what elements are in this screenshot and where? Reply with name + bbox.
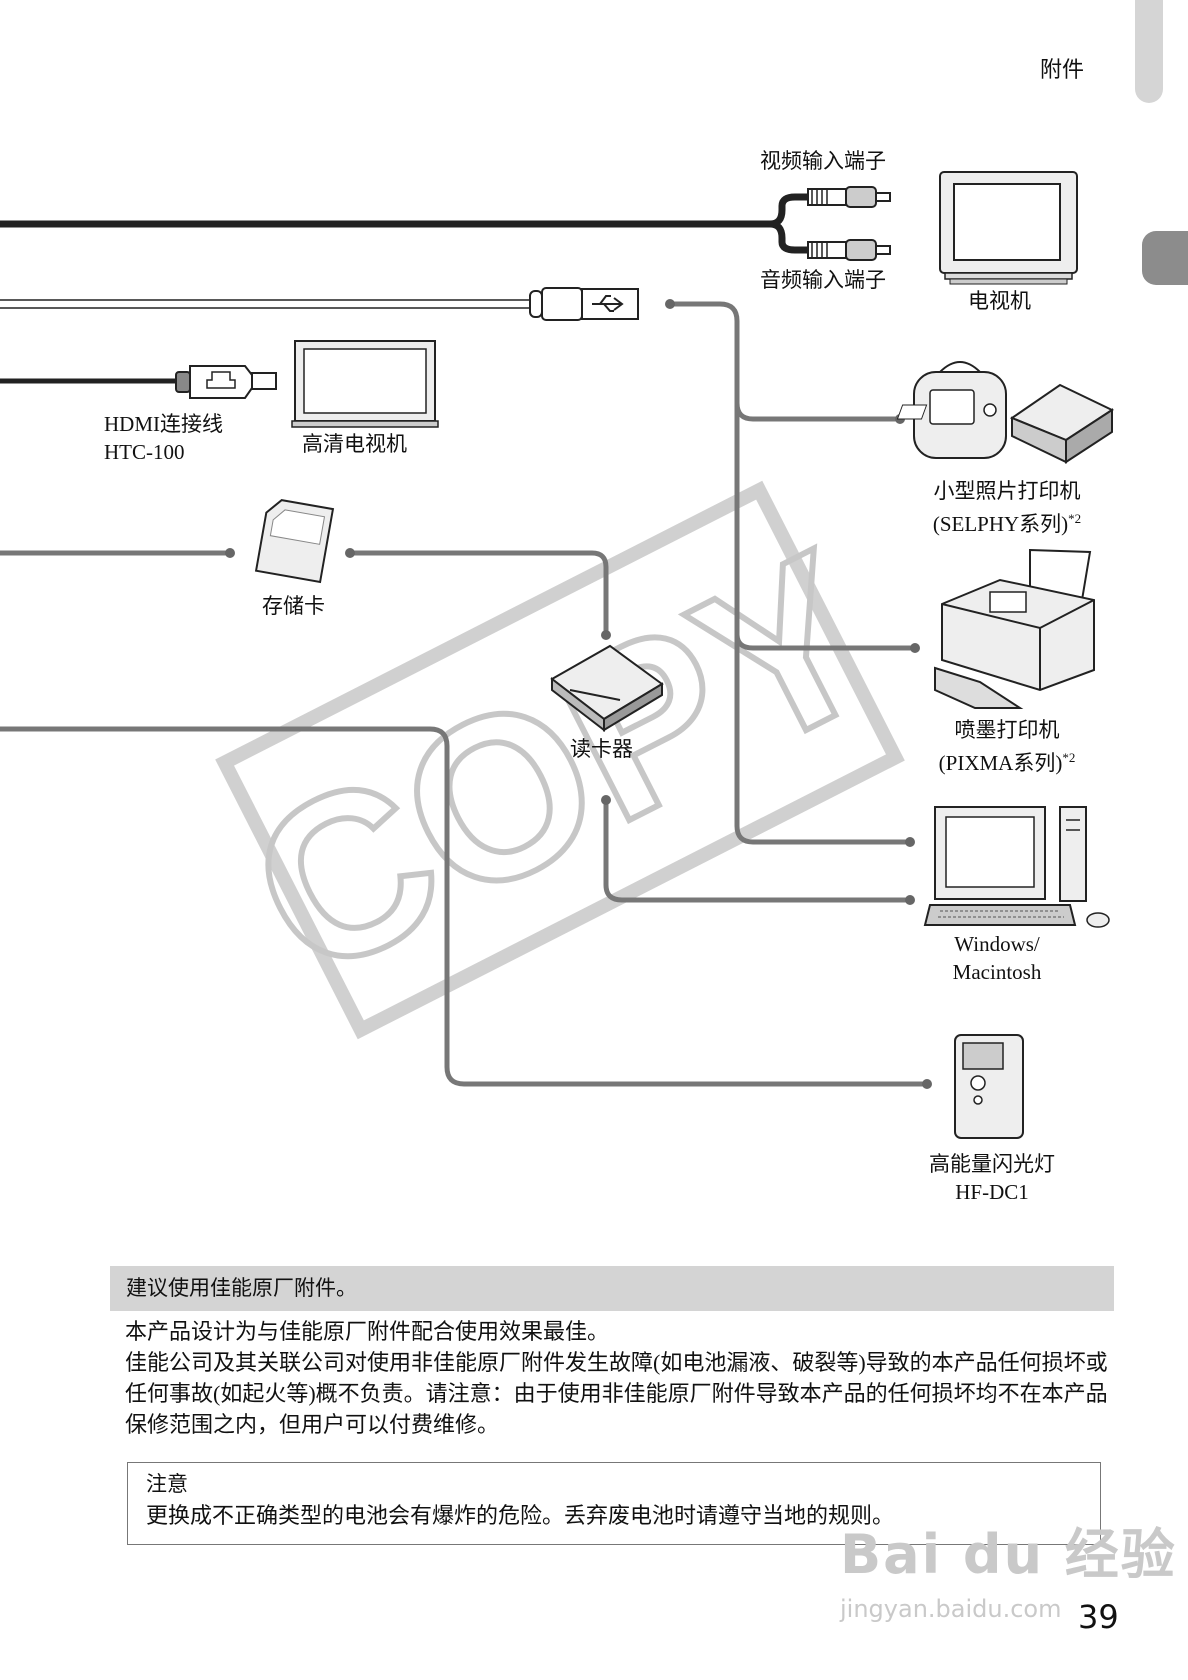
- connection-diagram: COPY: [0, 0, 1188, 1250]
- label-computer: Windows/ Macintosh: [917, 930, 1077, 986]
- label-selphy-line1: 小型照片打印机: [907, 477, 1107, 505]
- label-hdmi-cable: HDMI连接线 HTC-100: [104, 410, 223, 466]
- label-flash-line1: 高能量闪光灯: [897, 1150, 1087, 1178]
- flash-icon: [955, 1035, 1023, 1138]
- pixma-printer-icon: [935, 550, 1094, 708]
- hdmi-cable: [0, 366, 276, 398]
- label-computer-line2: Macintosh: [917, 958, 1077, 986]
- selphy-branch: [737, 403, 900, 419]
- label-video-in: 视频输入端子: [760, 147, 886, 175]
- caution-title: 注意: [146, 1469, 1082, 1499]
- baidu-watermark: Bai du 经验 jingyan.baidu.com: [840, 1510, 1177, 1623]
- hdtv-icon: [292, 341, 438, 427]
- label-computer-line1: Windows/: [917, 930, 1077, 958]
- label-card-reader: 读卡器: [570, 735, 633, 763]
- notice-paragraph-1: 本产品设计为与佳能原厂附件配合使用效果最佳。: [125, 1316, 1115, 1347]
- label-flash-line2: HF-DC1: [897, 1178, 1087, 1206]
- av-cable: [0, 187, 890, 260]
- label-hdtv: 高清电视机: [302, 430, 407, 458]
- page-number: 39: [1078, 1598, 1119, 1636]
- label-selphy-line2: (SELPHY系列)*2: [907, 505, 1107, 538]
- usb-cable: [0, 288, 638, 320]
- label-flash: 高能量闪光灯 HF-DC1: [897, 1150, 1087, 1206]
- label-pixma: 喷墨打印机 (PIXMA系列)*2: [907, 716, 1107, 777]
- notice-heading: 建议使用佳能原厂附件。: [110, 1266, 1114, 1311]
- label-pixma-line1: 喷墨打印机: [907, 716, 1107, 744]
- selphy-printer-icon: [897, 362, 1112, 462]
- memory-card-icon: [256, 498, 333, 582]
- tv-icon: [940, 172, 1077, 284]
- notice-paragraph-2: 佳能公司及其关联公司对使用非佳能原厂附件发生故障(如电池漏液、破裂等)导致的本产…: [125, 1347, 1115, 1440]
- notice-body: 本产品设计为与佳能原厂附件配合使用效果最佳。 佳能公司及其关联公司对使用非佳能原…: [125, 1316, 1115, 1440]
- watermark-brand: Bai du 经验: [840, 1510, 1177, 1589]
- label-pixma-line2: (PIXMA系列)*2: [907, 744, 1107, 777]
- label-selphy: 小型照片打印机 (SELPHY系列)*2: [907, 477, 1107, 538]
- label-audio-in: 音频输入端子: [760, 266, 886, 294]
- label-memory-card: 存储卡: [262, 592, 325, 620]
- label-tv: 电视机: [968, 287, 1031, 315]
- label-hdmi-line2: HTC-100: [104, 438, 223, 466]
- computer-icon: [925, 807, 1109, 927]
- label-hdmi-line1: HDMI连接线: [104, 410, 223, 438]
- watermark-url: jingyan.baidu.com: [840, 1595, 1177, 1623]
